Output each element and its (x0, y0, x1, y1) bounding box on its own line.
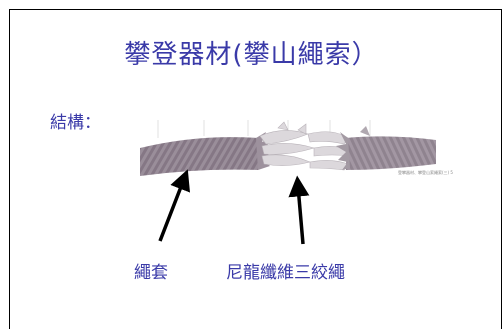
image-page-number: 5 (450, 170, 453, 175)
rope-cross-section-image (140, 120, 436, 176)
image-caption-text: 登攀器材、攀登山索繩索(三) (398, 170, 450, 175)
slide-border (9, 9, 502, 329)
image-caption: 登攀器材、攀登山索繩索(三) 5 (398, 170, 453, 176)
slide-title: 攀登器材(攀山繩索） (124, 40, 379, 70)
structure-label: 結構： (50, 113, 101, 133)
core-label: 尼龍纖維三絞繩 (226, 263, 345, 283)
sheath-label: 繩套 (134, 263, 168, 283)
